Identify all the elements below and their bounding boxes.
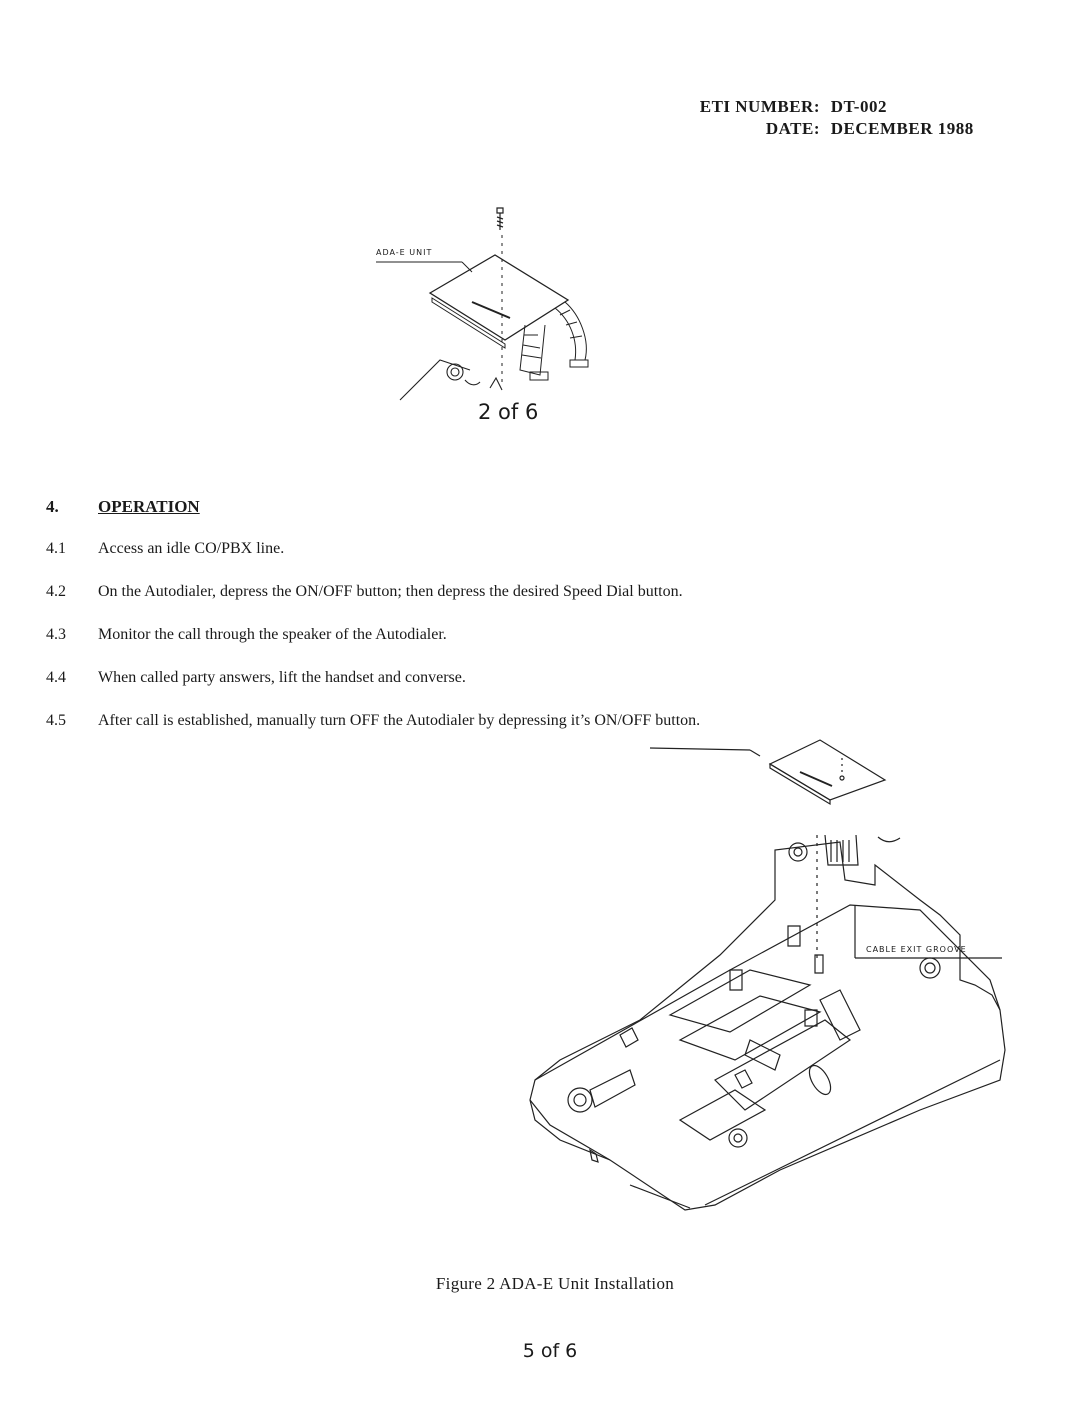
step-text: Monitor the call through the speaker of … [98,626,447,643]
top-illustration: ADA-E UNIT 2 of 6 [370,200,610,430]
step-text: When called party answers, lift the hand… [98,669,466,686]
eti-number-value: DT-002 [830,97,887,116]
unit-plate [430,255,568,340]
telephone-base-drawing [520,740,1020,1220]
ada-e-unit-label: ADA-E UNIT [376,248,433,257]
ada-e-unit-drawing [370,200,610,430]
eti-number-line: ETI NUMBER: DT-002 [660,96,1000,118]
figure-page-reference: 2 of 6 [478,400,539,424]
cable-exit-groove-label: CABLE EXIT GROOVE [866,945,967,954]
date-value: DECEMBER 1988 [830,119,974,138]
step-number: 4.1 [46,540,66,557]
section-title: OPERATION [98,497,200,516]
step-text: On the Autodialer, depress the ON/OFF bu… [98,583,683,600]
date-label: DATE: [765,119,820,138]
step-text: Access an idle CO/PBX line. [98,540,285,557]
main-illustration: CABLE EXIT GROOVE [520,740,1020,1220]
step-number: 4.5 [46,712,66,729]
section-number: 4. [46,497,59,516]
date-line: DATE: DECEMBER 1988 [660,118,1000,140]
step-number: 4.3 [46,626,66,643]
step-number: 4.2 [46,583,66,600]
document-header: ETI NUMBER: DT-002 DATE: DECEMBER 1988 [660,96,1000,140]
page-number: 5 of 6 [522,1340,578,1362]
eti-number-label: ETI NUMBER: [699,97,820,116]
step-number: 4.4 [46,669,66,686]
screw-icon [497,208,503,230]
figure-caption: Figure 2 ADA-E Unit Installation [435,1274,675,1293]
step-text: After call is established, manually turn… [98,712,701,729]
